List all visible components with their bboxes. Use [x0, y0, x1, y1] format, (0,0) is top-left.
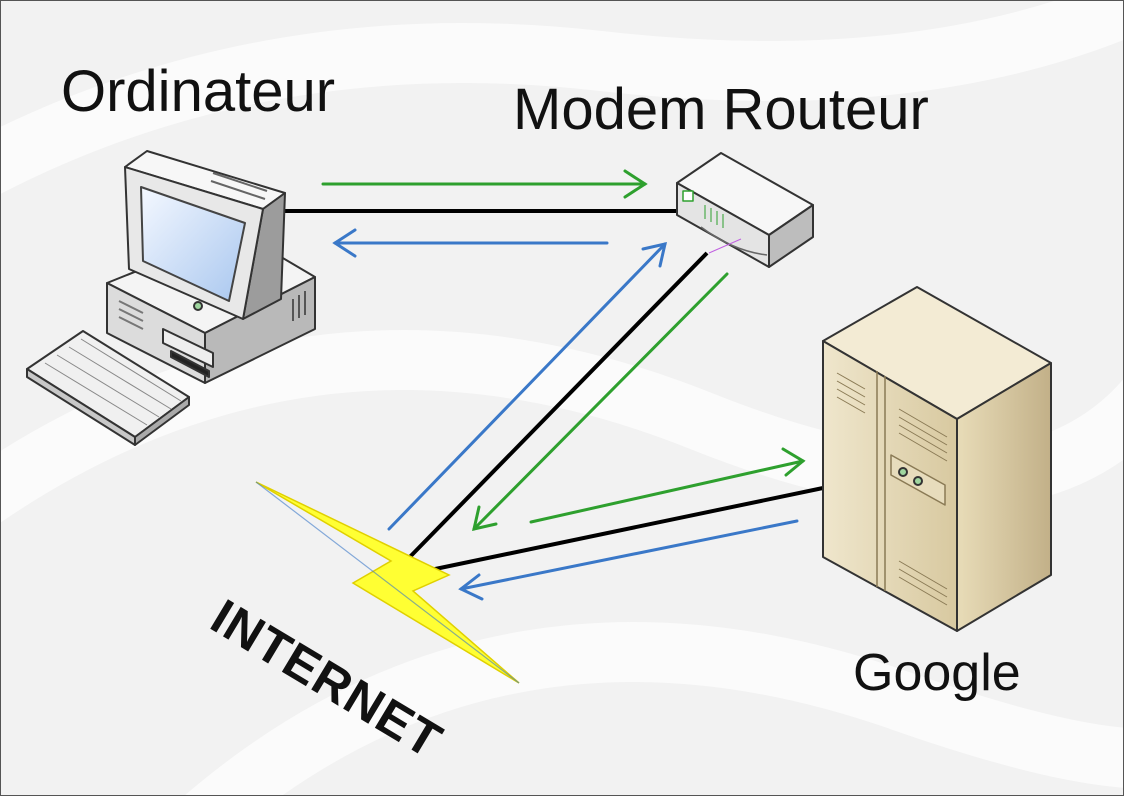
- arrow-server-to-internet: [458, 519, 799, 601]
- server-label: Google: [853, 644, 1021, 702]
- arrow-router-to-internet: [472, 272, 729, 531]
- link-internet-server: [415, 486, 824, 575]
- arrow-internet-to-router: [387, 242, 667, 531]
- lightning-bolt-icon: [255, 481, 520, 684]
- arrow-internet-to-server: [529, 447, 806, 524]
- request-arrows: [321, 169, 806, 531]
- link-lines: [285, 209, 824, 575]
- computer-label: Ordinateur: [61, 59, 336, 124]
- desktop-computer-icon: [26, 150, 316, 446]
- server-tower-icon: [822, 286, 1052, 632]
- modem-router-icon: [676, 152, 814, 268]
- link-router-internet: [399, 251, 709, 568]
- arrow-router-to-computer: [332, 228, 609, 258]
- response-arrows: [332, 228, 799, 601]
- arrow-computer-to-router: [321, 169, 648, 199]
- router-label: Modem Routeur: [513, 77, 929, 142]
